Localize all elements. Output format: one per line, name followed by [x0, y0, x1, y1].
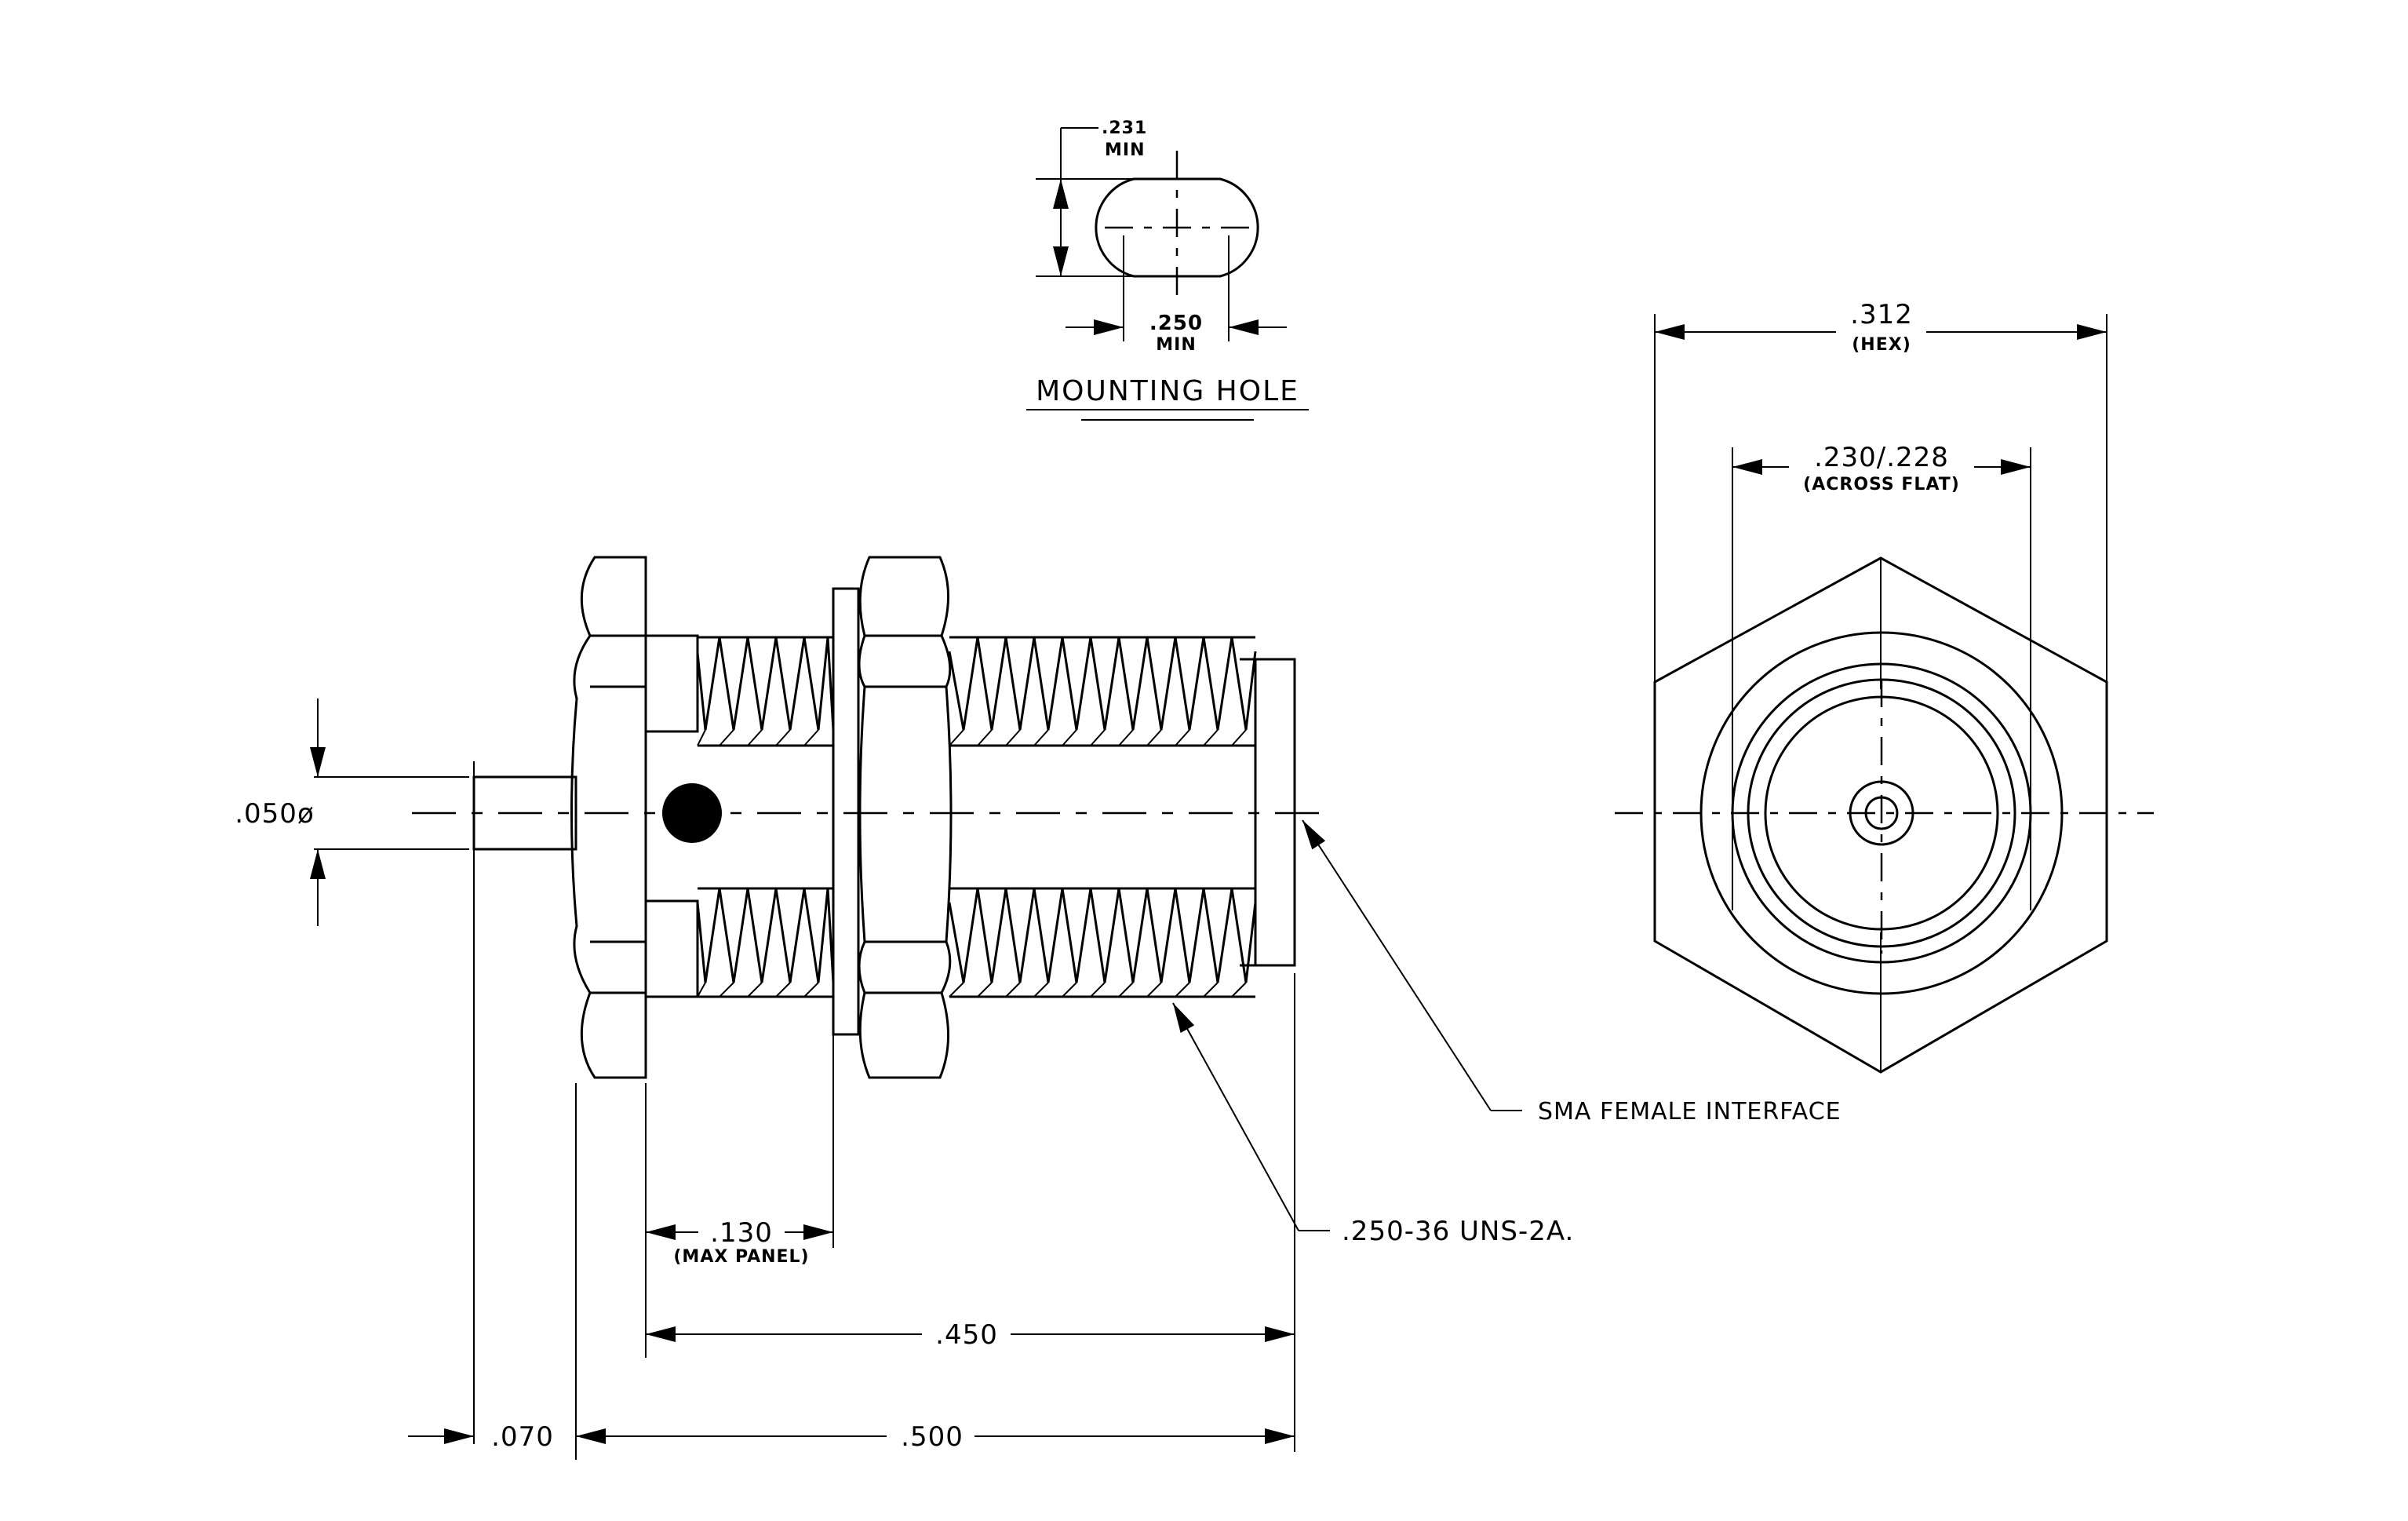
- across-flat-note: (ACROSS FLAT): [1803, 475, 1960, 494]
- length-070-dimension: .070: [408, 1421, 554, 1453]
- front-thread-top: [948, 636, 1257, 747]
- hex-dimension: .312 (HEX): [1654, 299, 2107, 682]
- hex-dimension-value: .312: [1850, 299, 1913, 330]
- front-view: .312 (HEX) .230/.228 (ACROSS FLAT): [1615, 299, 2154, 1074]
- interface-callout-text: SMA FEMALE INTERFACE: [1538, 1098, 1842, 1125]
- panel-washer: [832, 587, 860, 1036]
- across-flat-dimension: .230/.228 (ACROSS FLAT): [1732, 442, 2031, 910]
- thread-callout: .250-36 UNS-2A.: [1166, 999, 1574, 1247]
- thread-callout-text: .250-36 UNS-2A.: [1342, 1216, 1574, 1247]
- rear-flange-hex: [570, 556, 647, 1079]
- mounting-hole-height-value: .231: [1102, 119, 1147, 138]
- mounting-hole-height-dimension: .231 MIN: [1036, 119, 1147, 277]
- pin-diameter-value: .050ø: [235, 798, 315, 830]
- across-flat-value: .230/.228: [1814, 442, 1949, 473]
- mounting-hole-view: .231 MIN .250 MIN MOUNTING HOLE: [1026, 119, 1309, 421]
- hex-dimension-note: (HEX): [1852, 335, 1911, 355]
- mounting-hole-height-note: MIN: [1105, 140, 1146, 160]
- pin-diameter-dimension: .050ø: [235, 698, 469, 926]
- panel-thickness-dimension: .130 (MAX PANEL): [645, 1083, 834, 1358]
- panel-thickness-note: (MAX PANEL): [673, 1247, 809, 1267]
- front-thread-bottom: [948, 887, 1257, 998]
- mounting-hole-outline: [1095, 177, 1259, 278]
- panel-thickness-value: .130: [710, 1217, 773, 1249]
- length-450-dimension: .450: [646, 973, 1295, 1452]
- mounting-hole-width-dimension: .250 MIN: [1066, 235, 1287, 355]
- length-500-value: .500: [901, 1421, 964, 1453]
- rear-thread-top: [696, 636, 835, 747]
- length-070-value: .070: [491, 1421, 554, 1453]
- mounting-hole-width-value: .250: [1149, 312, 1203, 335]
- interface-callout: SMA FEMALE INTERFACE: [1295, 815, 1842, 1125]
- length-500-dimension: .500: [575, 1083, 1295, 1460]
- length-450-value: .450: [935, 1319, 998, 1351]
- front-hex-nut: [858, 556, 953, 1079]
- side-view: .050ø .130 (MAX PANEL) .450: [235, 556, 1842, 1460]
- mounting-hole-title: MOUNTING HOLE: [1036, 375, 1299, 407]
- mounting-hole-width-note: MIN: [1156, 335, 1197, 355]
- rear-thread-bottom: [696, 887, 835, 998]
